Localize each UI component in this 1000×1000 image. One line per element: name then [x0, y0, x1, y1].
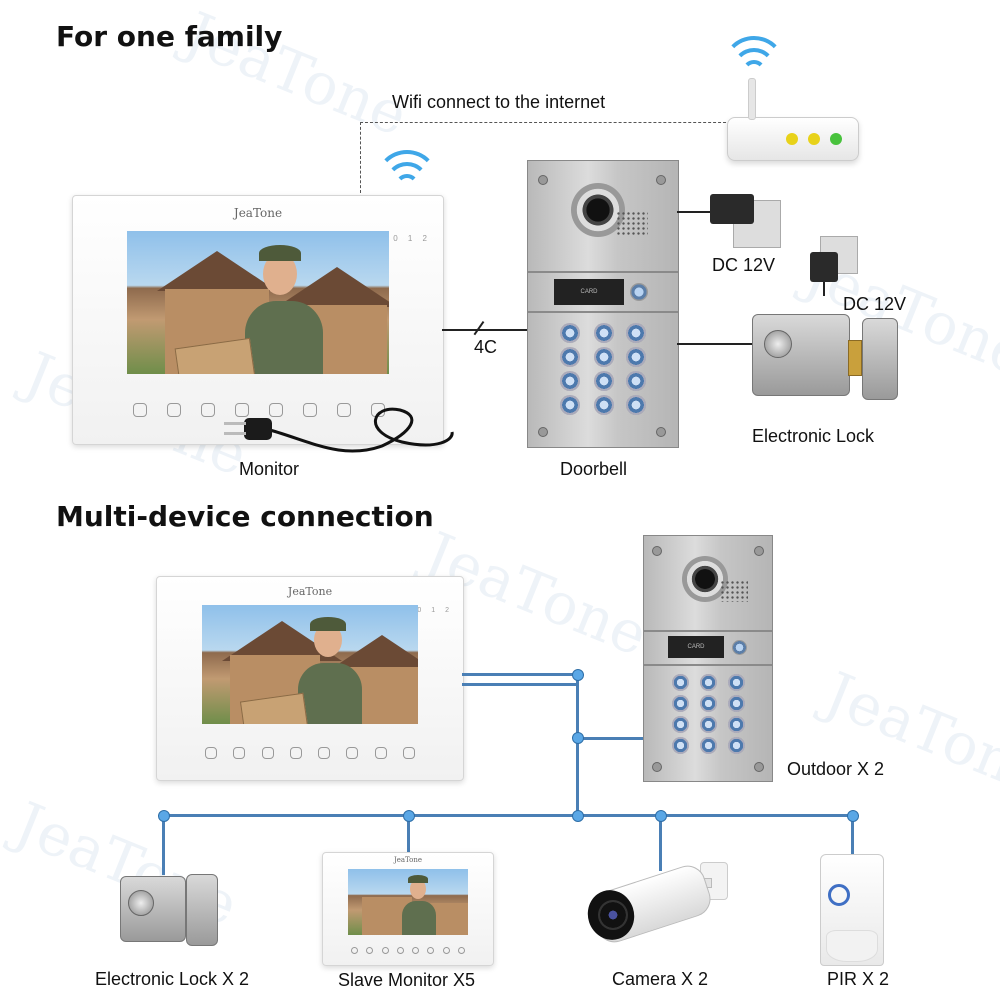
monitor: JeaTone 0 1 2: [156, 576, 464, 781]
dc-label-1: DC 12V: [712, 255, 776, 275]
router-led: [830, 133, 842, 145]
doorbell-lock-wire: [677, 343, 753, 345]
bus-wire: [462, 673, 578, 676]
doorbell-label: Doorbell: [560, 459, 628, 479]
monitor-buttons: [351, 947, 465, 954]
power-adapter-icon: [710, 194, 754, 224]
monitor-screen: [202, 605, 418, 724]
dc-label-2: DC 12V: [843, 294, 907, 314]
wifi-dashed-line: [360, 122, 731, 193]
bus-wire: [462, 683, 578, 686]
doorbell-card-reader: CARD: [554, 279, 624, 305]
monitor-screen: [348, 869, 468, 935]
heading-multi-device: Multi-device connection: [56, 500, 434, 533]
lock-label: Electronic Lock: [752, 426, 875, 446]
bus-node: [403, 810, 415, 822]
bus-wire: [659, 815, 662, 871]
adapter-cable: [823, 282, 825, 296]
monitor-brand: JeaTone: [233, 206, 283, 220]
doorbell-panel: CARD: [527, 160, 679, 448]
outdoor-label: Outdoor X 2: [787, 759, 885, 779]
monitor-buttons: [133, 403, 385, 417]
power-plug-icon: [224, 407, 454, 453]
bus-node: [655, 810, 667, 822]
bus-wire: [407, 815, 410, 853]
adapter-cable: [677, 211, 713, 213]
monitor-indicator: 0 1 2: [393, 234, 431, 243]
monitor-doorbell-wire: [442, 329, 528, 331]
monitor-buttons: [205, 747, 415, 759]
doorbell-call-button: [630, 283, 648, 301]
slave-label: Slave Monitor X5: [338, 970, 476, 990]
outdoor-call-button: [732, 640, 747, 655]
bus-node: [847, 810, 859, 822]
router-led: [786, 133, 798, 145]
bus-node: [572, 732, 584, 744]
bus-wire: [576, 674, 579, 816]
router-icon: [727, 117, 859, 161]
watermark: JeaTone: [815, 658, 1000, 810]
bus-wire: [162, 815, 165, 875]
bus-node: [572, 810, 584, 822]
lock-multi-label: Electronic Lock X 2: [95, 969, 250, 989]
wire-break-mark: [473, 321, 484, 335]
bus-wire: [576, 737, 643, 740]
monitor-brand: JeaTone: [393, 856, 423, 864]
camera-label: Camera X 2: [612, 969, 709, 989]
monitor-indicator: 0 1 2: [417, 607, 453, 614]
router-led: [808, 133, 820, 145]
outdoor-card-reader: CARD: [668, 636, 724, 658]
monitor: JeaTone 0 1 2: [72, 195, 444, 445]
bus-node: [158, 810, 170, 822]
monitor-label: Monitor: [239, 459, 300, 479]
outdoor-panel: CARD: [643, 535, 773, 782]
bus-wire: [851, 815, 854, 855]
slave-monitor: JeaTone: [322, 852, 494, 966]
pir-label: PIR X 2: [827, 969, 890, 989]
monitor-screen: [127, 231, 389, 374]
bus-wire: [164, 814, 854, 817]
heading-one-family: For one family: [56, 20, 283, 53]
bus-node: [572, 669, 584, 681]
power-adapter-icon: [810, 252, 838, 282]
wifi-label: Wifi connect to the internet: [392, 92, 606, 112]
wall-socket: [733, 200, 781, 248]
wire-label: 4C: [474, 337, 498, 357]
monitor-brand: JeaTone: [287, 585, 333, 598]
